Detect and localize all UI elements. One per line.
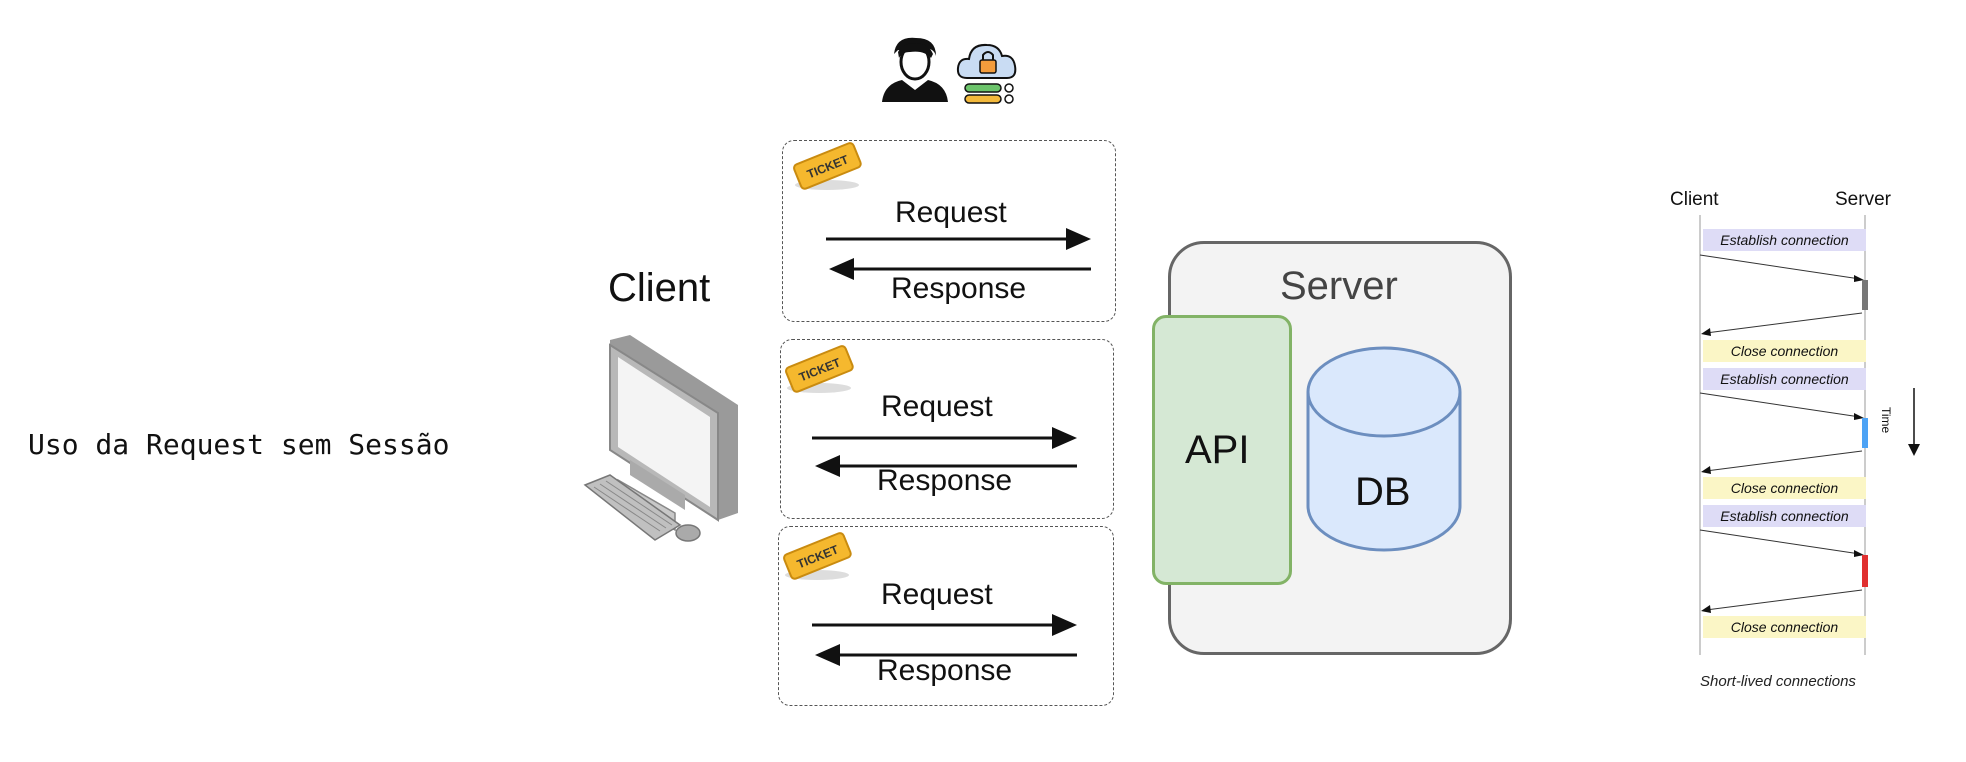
api-box (1152, 315, 1292, 585)
request-exchange-2: TICKET Request Response (780, 339, 1114, 519)
close-connection-band: Close connection (1703, 616, 1866, 638)
ticket-icon: TICKET (785, 345, 854, 393)
request-label: Request (881, 390, 993, 423)
activation-bar-1 (1862, 280, 1868, 310)
close-connection-band: Close connection (1703, 477, 1866, 499)
sequence-server-label: Server (1835, 189, 1891, 210)
establish-connection-band: Establish connection (1703, 368, 1866, 390)
response-label: Response (877, 464, 1013, 497)
db-label: DB (1355, 470, 1411, 514)
request-response-arrows (826, 228, 1091, 280)
request-exchange-3: TICKET Request Response (778, 526, 1114, 706)
cloud-lock-icon (956, 43, 1017, 104)
request-label: Request (895, 196, 1007, 229)
request-response-arrows (812, 614, 1077, 666)
computer-icon (583, 335, 738, 542)
user-icon (882, 37, 948, 102)
activation-bar-3 (1862, 555, 1868, 587)
server-label: Server (1280, 264, 1398, 308)
time-arrow-icon (1908, 388, 1920, 456)
activation-bar-2 (1862, 418, 1868, 448)
sequence-lines (1699, 215, 1868, 655)
request-exchange-1: TICKET Request Response (782, 140, 1116, 322)
database-cylinder (1306, 346, 1462, 552)
request-response-arrows (812, 427, 1077, 477)
establish-connection-band: Establish connection (1703, 505, 1866, 527)
establish-connection-band: Establish connection (1703, 229, 1866, 251)
time-label: Time (1879, 407, 1893, 434)
sequence-client-label: Client (1670, 189, 1719, 210)
close-connection-band: Close connection (1703, 340, 1866, 362)
response-label: Response (891, 272, 1027, 305)
api-label: API (1185, 428, 1250, 472)
response-label: Response (877, 654, 1013, 687)
ticket-icon: TICKET (783, 532, 852, 580)
request-label: Request (881, 578, 993, 611)
sequence-caption: Short-lived connections (1700, 673, 1856, 690)
ticket-icon: TICKET (793, 142, 862, 190)
client-label: Client (608, 266, 711, 310)
page-title: Uso da Request sem Sessão (28, 428, 450, 461)
